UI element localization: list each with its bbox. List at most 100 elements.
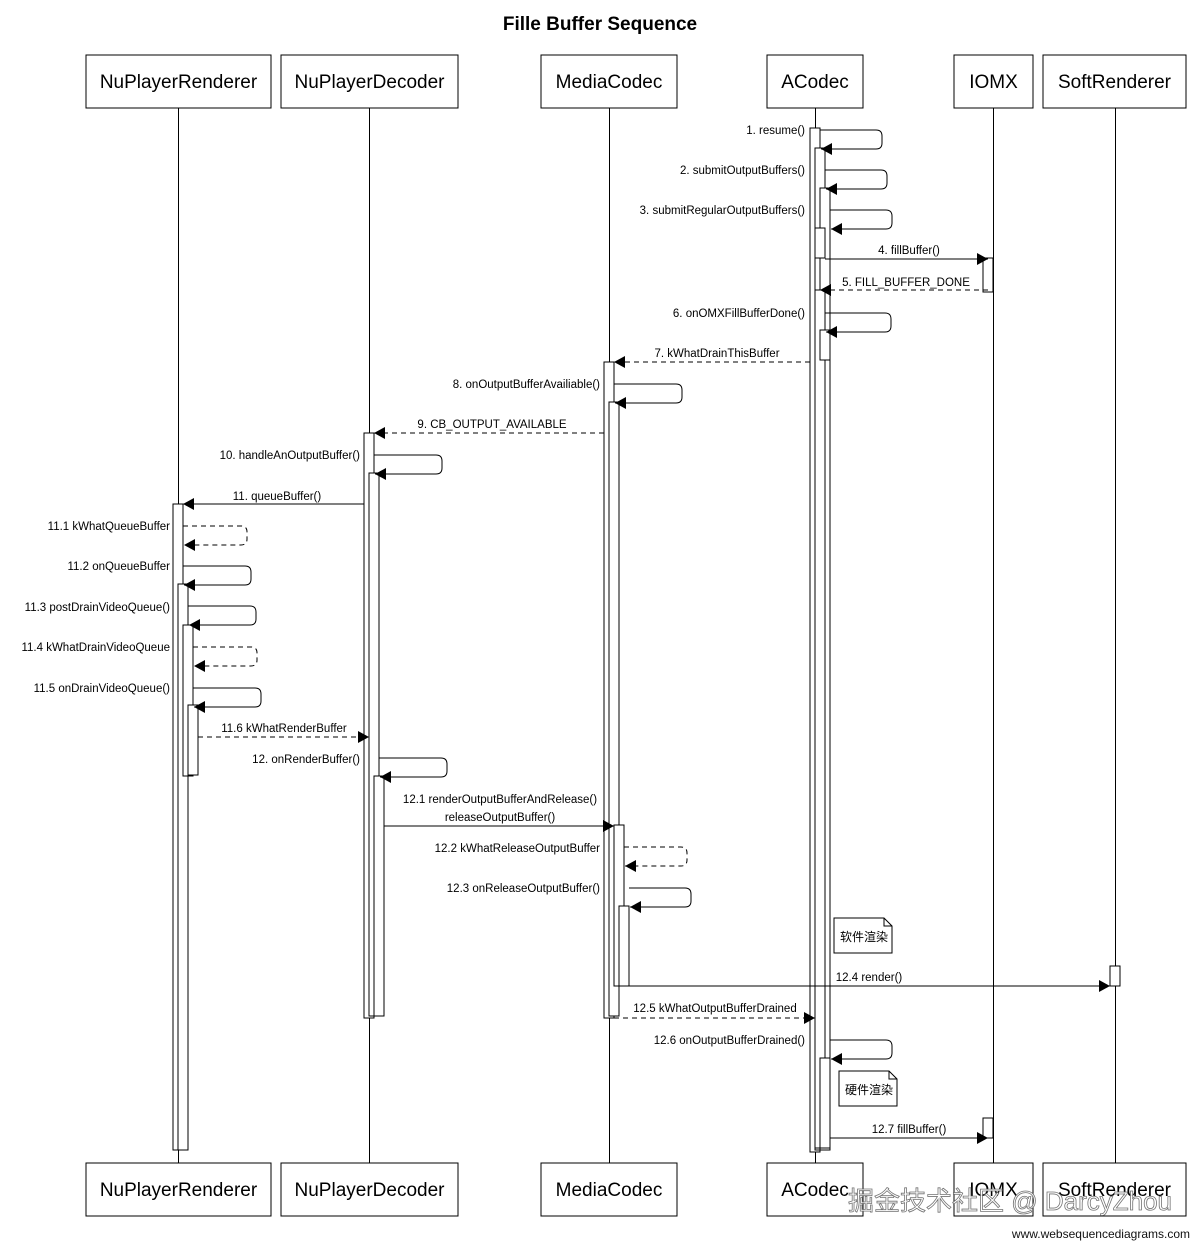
note-1: 软件渲染 bbox=[833, 917, 893, 954]
message-7: 7. kWhatDrainThisBuffer bbox=[614, 348, 810, 368]
self-message-arrow bbox=[629, 887, 692, 913]
message-label: 1. resume() bbox=[746, 125, 805, 137]
message-19: 12.1 renderOutputBufferAndRelease() relea… bbox=[384, 794, 614, 832]
self-message-arrow bbox=[183, 565, 252, 591]
message-label: 12.6 onOutputBufferDrained() bbox=[654, 1035, 805, 1047]
message-label: 12.5 kWhatOutputBufferDrained bbox=[633, 1003, 796, 1015]
message-label: 11.1 kWhatQueueBuffer bbox=[48, 521, 170, 533]
activation-bar bbox=[814, 289, 826, 1149]
message-6: 6. onOMXFillBufferDone() bbox=[673, 308, 892, 338]
message-label: 2. submitOutputBuffers() bbox=[680, 165, 805, 177]
message-label: 11.3 postDrainVideoQueue() bbox=[25, 602, 171, 614]
message-label: 10. handleAnOutputBuffer() bbox=[220, 450, 361, 462]
activation-bar bbox=[982, 257, 994, 293]
message-label: 12.3 onReleaseOutputBuffer() bbox=[447, 883, 600, 895]
participant-bottom-s: SoftRenderer bbox=[1042, 1162, 1187, 1217]
self-message-arrow bbox=[188, 605, 257, 631]
participant-label: IOMX bbox=[969, 1180, 1018, 1201]
message-label: 6. onOMXFillBufferDone() bbox=[673, 308, 805, 320]
message-label: 3. submitRegularOutputBuffers() bbox=[640, 205, 806, 217]
participant-top-s: SoftRenderer bbox=[1042, 54, 1187, 109]
participant-top-r: NuPlayerRenderer bbox=[85, 54, 272, 109]
message-label: 11.5 onDrainVideoQueue() bbox=[34, 683, 171, 695]
activation-bar bbox=[373, 775, 385, 1017]
self-message-arrow bbox=[193, 687, 262, 713]
message-14: 11.3 postDrainVideoQueue() bbox=[25, 602, 257, 631]
participant-label: MediaCodec bbox=[556, 72, 663, 93]
message-label: 12.2 kWhatReleaseOutputBuffer bbox=[435, 843, 601, 855]
message-24: 12.6 onOutputBufferDrained() bbox=[654, 1035, 893, 1065]
self-message-arrow bbox=[193, 646, 258, 672]
message-label: 4. fillBuffer() bbox=[878, 245, 940, 257]
credit-link[interactable]: www.websequencediagrams.com bbox=[1011, 1227, 1190, 1241]
message-1: 1. resume() bbox=[746, 125, 883, 155]
message-label: 8. onOutputBufferAvailiable() bbox=[453, 379, 600, 391]
self-message-arrow bbox=[374, 454, 443, 480]
activation-bar bbox=[187, 704, 199, 776]
participant-label: NuPlayerDecoder bbox=[295, 1180, 446, 1201]
participant-label: NuPlayerDecoder bbox=[295, 72, 446, 93]
participant-bottom-m: MediaCodec bbox=[540, 1162, 678, 1217]
activation-bar bbox=[182, 624, 194, 777]
self-message-arrow bbox=[830, 209, 893, 235]
note-text: 硬件渲染 bbox=[845, 1082, 893, 1097]
activation-bar bbox=[177, 583, 189, 1151]
participants: NuPlayerRendererNuPlayerRendererNuPlayer… bbox=[85, 54, 1187, 1217]
message-10: 10. handleAnOutputBuffer() bbox=[220, 450, 443, 480]
note-2: 硬件渲染 bbox=[838, 1070, 898, 1107]
message-17: 11.6 kWhatRenderBuffer bbox=[198, 723, 369, 743]
self-message-arrow bbox=[820, 129, 883, 155]
activation-bar bbox=[618, 905, 630, 987]
message-label: 12.4 render() bbox=[836, 972, 903, 984]
participant-label: SoftRenderer bbox=[1058, 72, 1172, 93]
message-11: 11. queueBuffer() bbox=[183, 491, 364, 510]
activation-bar bbox=[814, 227, 826, 259]
participant-label: ACodec bbox=[781, 1180, 849, 1201]
message-label: 12. onRenderBuffer() bbox=[252, 754, 360, 766]
message-21: 12.3 onReleaseOutputBuffer() bbox=[447, 883, 692, 913]
message-20: 12.2 kWhatReleaseOutputBuffer bbox=[435, 843, 688, 872]
message-16: 11.5 onDrainVideoQueue() bbox=[34, 683, 262, 713]
message-13: 11.2 onQueueBuffer bbox=[67, 561, 252, 591]
participant-bottom-r: NuPlayerRenderer bbox=[85, 1162, 272, 1217]
activation-bar bbox=[819, 329, 831, 361]
participant-label: ACodec bbox=[781, 72, 849, 93]
self-message-arrow bbox=[830, 1039, 893, 1065]
participant-top-i: IOMX bbox=[953, 54, 1034, 109]
message-label-secondary: releaseOutputBuffer() bbox=[445, 812, 556, 824]
message-label: 11.2 onQueueBuffer bbox=[67, 561, 170, 573]
message-4: 4. fillBuffer() bbox=[825, 245, 988, 265]
message-22: 12.4 render() bbox=[629, 972, 1110, 992]
self-message-arrow bbox=[825, 169, 888, 195]
participant-top-m: MediaCodec bbox=[540, 54, 678, 109]
message-label: 7. kWhatDrainThisBuffer bbox=[654, 348, 779, 360]
self-message-arrow bbox=[614, 383, 683, 409]
message-label: 11.6 kWhatRenderBuffer bbox=[221, 723, 347, 735]
message-8: 8. onOutputBufferAvailiable() bbox=[453, 379, 683, 409]
participant-top-d: NuPlayerDecoder bbox=[280, 54, 459, 109]
participant-bottom-a: ACodec bbox=[766, 1162, 864, 1217]
activation-bar bbox=[819, 1057, 831, 1149]
message-12: 11.1 kWhatQueueBuffer bbox=[48, 521, 248, 551]
participant-label: SoftRenderer bbox=[1058, 1180, 1172, 1201]
participant-bottom-i: IOMX bbox=[953, 1162, 1034, 1217]
message-5: 5. FILL_BUFFER_DONE bbox=[820, 277, 988, 296]
message-label: 12.7 fillBuffer() bbox=[872, 1124, 947, 1136]
message-label: 12.1 renderOutputBufferAndRelease() bbox=[403, 794, 597, 806]
activation-bar bbox=[1109, 965, 1121, 987]
self-message-arrow bbox=[624, 846, 688, 872]
message-15: 11.4 kWhatDrainVideoQueue bbox=[21, 642, 258, 672]
message-label: 11.4 kWhatDrainVideoQueue bbox=[21, 642, 170, 654]
message-3: 3. submitRegularOutputBuffers() bbox=[640, 205, 893, 235]
diagram-title: Fille Buffer Sequence bbox=[503, 14, 697, 35]
self-message-arrow bbox=[825, 312, 892, 338]
activation-bars bbox=[172, 127, 1121, 1153]
participant-label: IOMX bbox=[969, 72, 1018, 93]
message-label: 11. queueBuffer() bbox=[233, 491, 322, 503]
message-label: 5. FILL_BUFFER_DONE bbox=[842, 277, 970, 289]
message-9: 9. CB_OUTPUT_AVAILABLE bbox=[374, 419, 604, 439]
participant-label: NuPlayerRenderer bbox=[100, 1180, 258, 1201]
message-2: 2. submitOutputBuffers() bbox=[680, 165, 888, 195]
